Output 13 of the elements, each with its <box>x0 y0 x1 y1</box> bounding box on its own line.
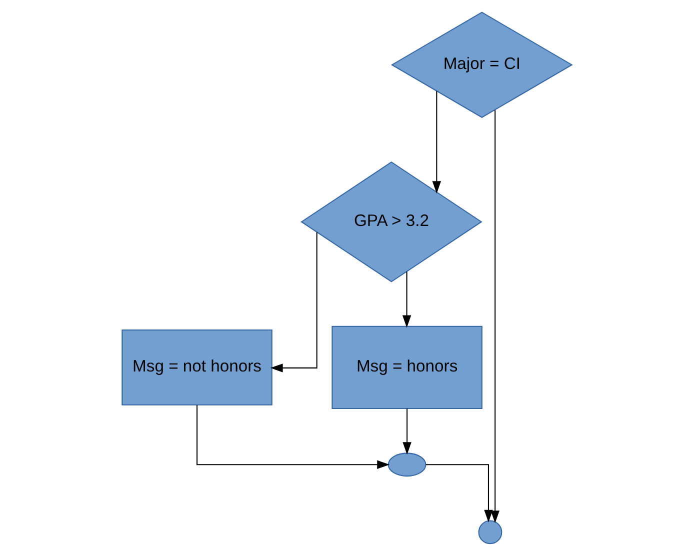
node-circle <box>478 520 502 544</box>
node-diamond: GPA > 3.2 <box>300 161 482 282</box>
arrow <box>270 232 317 372</box>
arrow <box>196 405 390 469</box>
arrow <box>490 110 499 524</box>
arrow <box>402 408 411 455</box>
node-box: Msg = honors <box>331 326 482 409</box>
arrow <box>402 272 411 328</box>
node-ellipse <box>387 452 426 477</box>
node-diamond: Major = CI <box>390 12 572 118</box>
arrow <box>432 91 441 194</box>
node-box: Msg = not honors <box>121 329 272 406</box>
arrow <box>425 464 492 522</box>
